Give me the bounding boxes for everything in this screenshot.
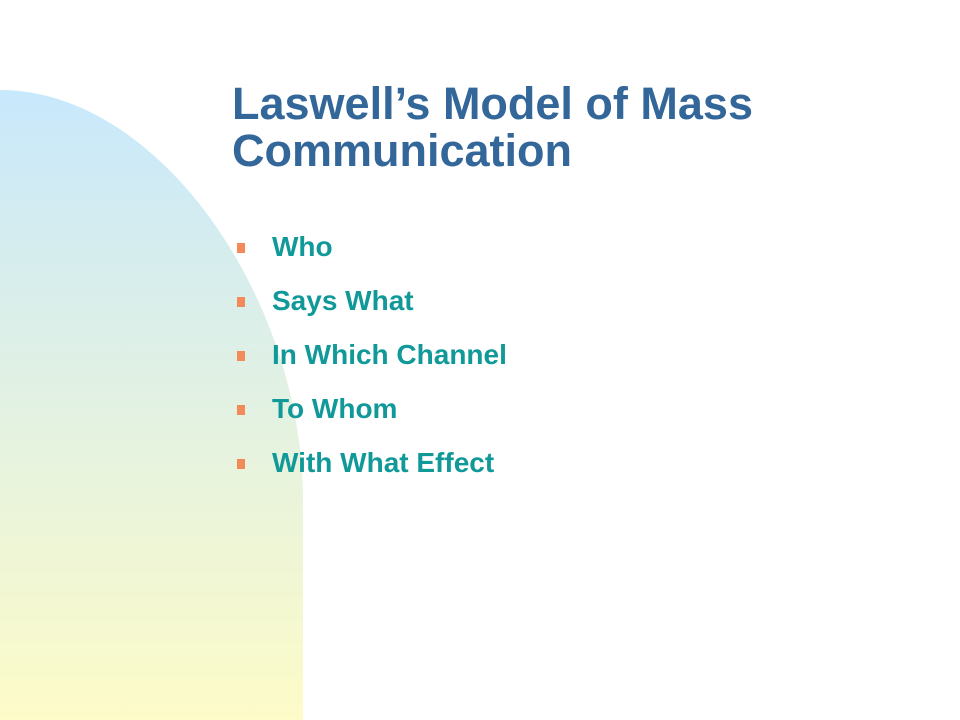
bullet-square-icon — [237, 405, 245, 415]
bullet-square-icon — [237, 351, 245, 361]
bullet-list: Who Says What In Which Channel To Whom W… — [232, 224, 507, 494]
bullet-square-icon — [237, 459, 245, 469]
bullet-square-icon — [237, 243, 245, 253]
bullet-text: Says What — [272, 285, 414, 316]
list-item: Says What — [232, 278, 507, 332]
bullet-square-icon — [237, 297, 245, 307]
list-item: With What Effect — [232, 440, 507, 494]
bullet-text: In Which Channel — [272, 339, 507, 370]
bullet-text: To Whom — [272, 393, 398, 424]
list-item: To Whom — [232, 386, 507, 440]
list-item: Who — [232, 224, 507, 278]
list-item: In Which Channel — [232, 332, 507, 386]
slide-title: Laswell’s Model of Mass Communication — [232, 78, 753, 176]
bullet-text: Who — [272, 231, 333, 262]
bullet-text: With What Effect — [272, 447, 495, 478]
